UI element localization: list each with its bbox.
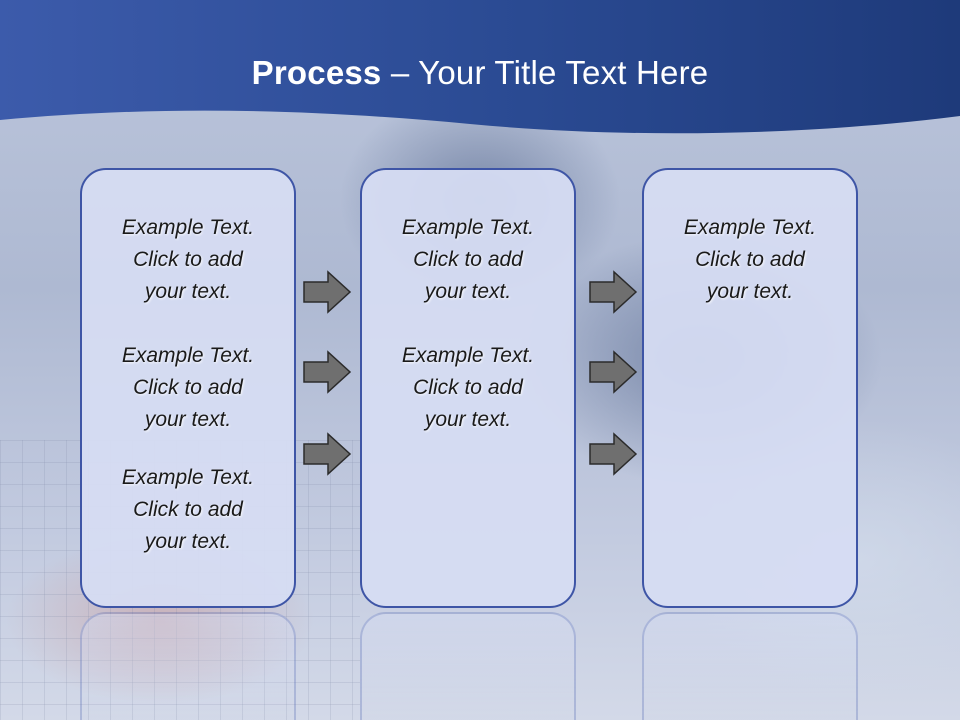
text-line: Example Text. — [121, 216, 255, 239]
process-panel-2[interactable]: Example Text. Click to add your text. Ex… — [360, 168, 576, 608]
text-line: Click to add — [695, 248, 805, 271]
panel-reflection — [642, 612, 858, 720]
process-panel-3[interactable]: Example Text. Click to add your text. — [642, 168, 858, 608]
text-line: Click to add — [133, 376, 243, 399]
text-line: Click to add — [133, 498, 243, 521]
text-block[interactable]: Example Text. Click to add your text. — [82, 212, 294, 308]
text-line: Click to add — [133, 248, 243, 271]
text-line: your text. — [144, 280, 232, 303]
text-line: Click to add — [413, 376, 523, 399]
right-arrow-icon — [589, 350, 638, 394]
panel-reflection — [360, 612, 576, 720]
text-line: your text. — [424, 408, 512, 431]
panel-reflection — [80, 612, 296, 720]
text-line: Example Text. — [401, 344, 535, 367]
text-line: your text. — [144, 530, 232, 553]
text-line: your text. — [424, 280, 512, 303]
text-line: Click to add — [413, 248, 523, 271]
right-arrow-icon — [589, 432, 638, 476]
text-line: your text. — [144, 408, 232, 431]
header-band — [0, 0, 960, 134]
text-line: Example Text. — [683, 216, 817, 239]
title-rest: – Your Title Text Here — [390, 54, 709, 91]
text-block[interactable]: Example Text. Click to add your text. — [82, 340, 294, 436]
text-block[interactable]: Example Text. Click to add your text. — [362, 212, 574, 308]
right-arrow-icon — [303, 270, 352, 314]
text-line: Example Text. — [121, 466, 255, 489]
text-line: Example Text. — [121, 344, 255, 367]
process-panel-1[interactable]: Example Text. Click to add your text. Ex… — [80, 168, 296, 608]
text-block[interactable]: Example Text. Click to add your text. — [362, 340, 574, 436]
text-line: your text. — [706, 280, 794, 303]
text-line: Example Text. — [401, 216, 535, 239]
slide-title[interactable]: Process – Your Title Text Here — [0, 54, 960, 92]
right-arrow-icon — [589, 270, 638, 314]
right-arrow-icon — [303, 350, 352, 394]
text-block[interactable]: Example Text. Click to add your text. — [644, 212, 856, 308]
right-arrow-icon — [303, 432, 352, 476]
text-block[interactable]: Example Text. Click to add your text. — [82, 462, 294, 558]
title-bold: Process — [251, 54, 382, 91]
